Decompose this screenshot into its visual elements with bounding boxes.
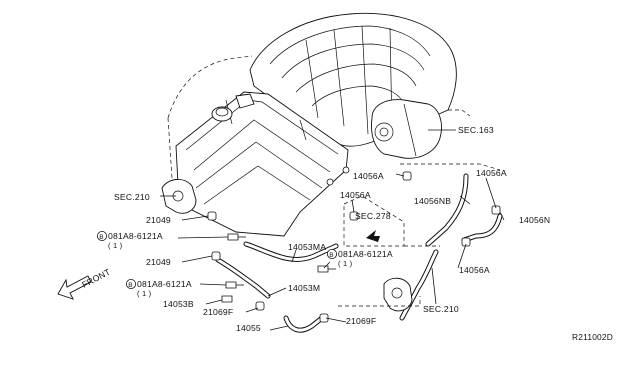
- label-21049-2: 21049: [146, 257, 171, 267]
- front-arrow-icon: [57, 275, 92, 300]
- label-14056N: 14056N: [519, 215, 550, 225]
- label-bolt-3: 081A8-6121A: [137, 279, 192, 289]
- b-marker-text: B: [329, 252, 334, 259]
- label-sec163: SEC.163: [458, 125, 494, 135]
- b-marker-text: B: [99, 234, 104, 241]
- label-14056A-2: 14056A: [340, 190, 371, 200]
- hose-14055: [283, 315, 325, 333]
- pipe-14053MA: [243, 241, 339, 262]
- label-sec210-right: SEC.210: [423, 304, 459, 314]
- b-marker-3: B: [126, 278, 137, 289]
- b-marker-1: B: [97, 230, 108, 241]
- b-marker-2: B: [326, 248, 337, 259]
- hose-14056NB: [425, 173, 469, 247]
- label-bolt-1: 081A8-6121A: [108, 231, 163, 241]
- label-bolt-1-qty: ( 1 ): [108, 241, 123, 250]
- label-14056A-1: 14056A: [353, 171, 384, 181]
- hose-14056N: [461, 213, 503, 243]
- label-sec210-left: SEC.210: [114, 192, 150, 202]
- front-label: FRONT: [80, 266, 112, 289]
- label-sec278: SEC.278: [355, 211, 391, 221]
- diagram-reference-code: R211002D: [572, 332, 613, 342]
- label-21069F-2: 21069F: [346, 316, 376, 326]
- label-bolt-3-qty: ( 1 ): [137, 289, 152, 298]
- label-21069F-1: 21069F: [203, 307, 233, 317]
- label-14056NB: 14056NB: [414, 196, 451, 206]
- label-14053MA: 14053MA: [288, 242, 326, 252]
- arrow-icon: [366, 230, 380, 242]
- label-14056A-4: 14056A: [459, 265, 490, 275]
- label-14055: 14055: [236, 323, 261, 333]
- label-14053M: 14053M: [288, 283, 320, 293]
- front-direction-indicator: FRONT: [57, 266, 112, 300]
- pipe-14053M: [215, 257, 271, 299]
- label-14056A-3: 14056A: [476, 168, 507, 178]
- label-bolt-2-qty: ( 1 ): [338, 259, 353, 268]
- label-bolt-2: 081A8-6121A: [338, 249, 393, 259]
- b-marker-text: B: [128, 282, 133, 289]
- engine-block: [161, 12, 501, 237]
- label-14053B: 14053B: [163, 299, 194, 309]
- sec278-dashed-outline: [343, 195, 405, 247]
- leader-lines: [160, 129, 505, 331]
- label-21049-1: 21049: [146, 215, 171, 225]
- water-pipe-sec210-right: [383, 249, 439, 321]
